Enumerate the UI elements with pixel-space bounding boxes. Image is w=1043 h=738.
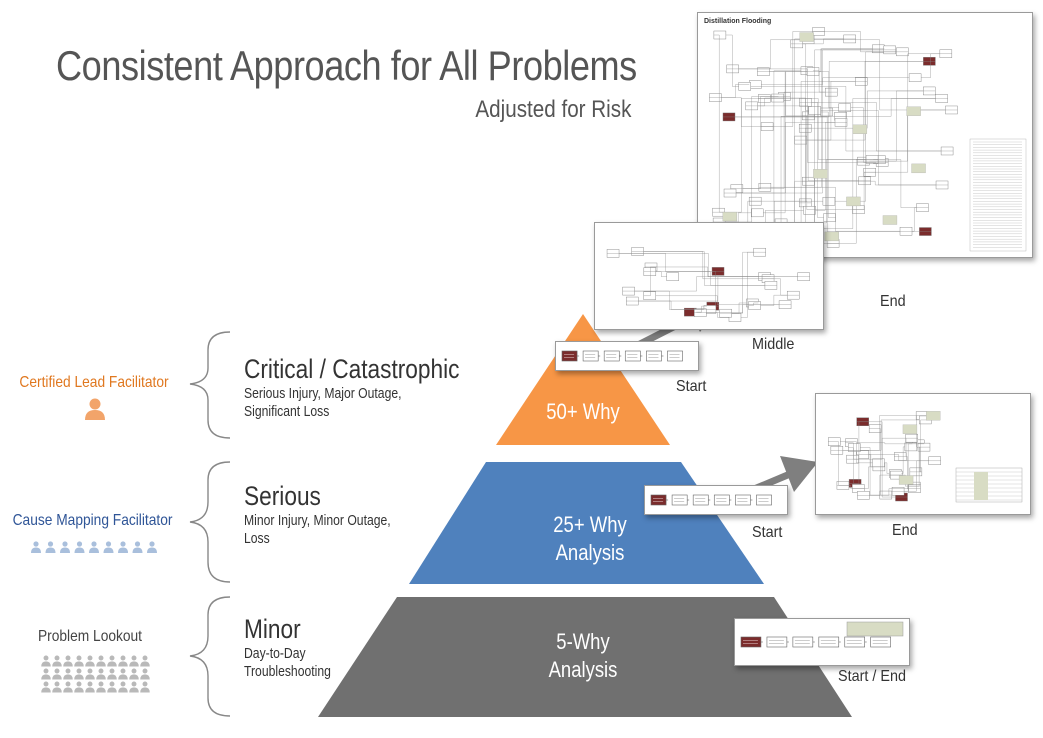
pyramid-tier-critical [496,314,670,445]
map-thumbnail-large: Distillation Flooding [697,12,1033,258]
page-title: Consistent Approach for All Problems [56,42,637,89]
person-icon [87,668,93,674]
person-icon [85,398,105,420]
person-icon [65,681,71,687]
map-title: Distillation Flooding [704,18,772,25]
person-icon [43,655,49,661]
person-icon [76,541,83,547]
cause-map-diagram [561,350,683,362]
level-description: Minor Injury, Minor Outage, [244,513,391,529]
level-serious: Serious Minor Injury, Minor Outage, Loss [244,481,419,548]
level-description: Troubleshooting [244,664,331,680]
level-description: Day-to-Day [244,646,306,662]
person-icon [54,655,60,661]
caption-critical-middle: Middle [752,336,795,353]
map-thumbnail-start-serious [644,485,788,515]
brace-icon [189,596,231,717]
person-icon [91,541,97,547]
map-thumbnail-serious-end [815,393,1031,515]
person-icon [109,668,115,674]
level-critical: Critical / Catastrophic Serious Injury, … [244,354,501,421]
person-icon [65,668,71,674]
cause-map-diagram [650,494,772,506]
person-icon [131,655,137,661]
person-icon [120,681,126,687]
person-icon [109,681,115,687]
page-subtitle: Adjusted for Risk [474,96,631,123]
person-icon [54,668,60,674]
person-icon [43,668,49,674]
person-icon [120,541,126,547]
person-icon [87,681,93,687]
pyramid-label-serious: 25+ Why Analysis [553,512,627,565]
people-group-icon [41,655,150,693]
person-icon [43,681,49,687]
person-icon [76,655,82,661]
level-description: Significant Loss [244,404,330,420]
person-icon [142,668,148,674]
level-minor: Minor Day-to-Day Troubleshooting [244,614,347,681]
role-minor: Problem Lookout [37,628,143,645]
cause-map-diagram [828,411,1023,503]
person-icon [76,668,82,674]
person-icon [87,655,93,661]
cause-map-diagram [606,247,810,322]
person-icon [142,655,148,661]
person-icon [62,541,68,547]
map-thumbnail-minor [734,618,910,666]
level-title: Minor [244,614,301,644]
map-thumbnail-start-critical [555,341,699,371]
brace-icon [189,461,231,583]
person-icon [120,668,126,674]
person-icon [105,541,112,547]
pyramid-tier-minor [318,597,852,717]
cause-map-diagram [709,27,1027,252]
person-icon [149,541,155,547]
caption-serious-start: Start [752,524,783,541]
person-icon [120,655,126,661]
caption-minor: Start / End [838,668,907,685]
person-icon [142,681,148,687]
person-icon [65,655,71,661]
level-description: Loss [244,531,270,547]
caption-serious-end: End [892,522,918,539]
caption-critical-start: Start [676,378,707,395]
map-thumbnail-middle [594,222,824,330]
cause-map-diagram [740,621,904,648]
person-icon [98,655,104,661]
pyramid-label-minor: 5-Why Analysis [548,629,618,682]
person-icon [131,668,137,674]
person-icon [134,541,141,547]
person-icon [33,541,39,547]
person-icon [131,681,137,687]
people-group-icon [31,541,157,553]
person-icon [98,681,104,687]
person-icon [47,541,54,547]
person-icon [109,655,115,661]
person-icon [54,681,60,687]
person-icon [98,668,104,674]
pyramid-label-critical: 50+ Why [546,399,620,424]
brace-icon [189,331,231,439]
role-serious: Cause Mapping Facilitator [12,512,173,529]
level-description: Serious Injury, Major Outage, [244,386,402,402]
level-title: Serious [244,481,321,511]
caption-critical-end: End [880,293,906,310]
role-critical: Certified Lead Facilitator [19,374,169,391]
person-icon [76,681,82,687]
level-title: Critical / Catastrophic [244,354,460,384]
